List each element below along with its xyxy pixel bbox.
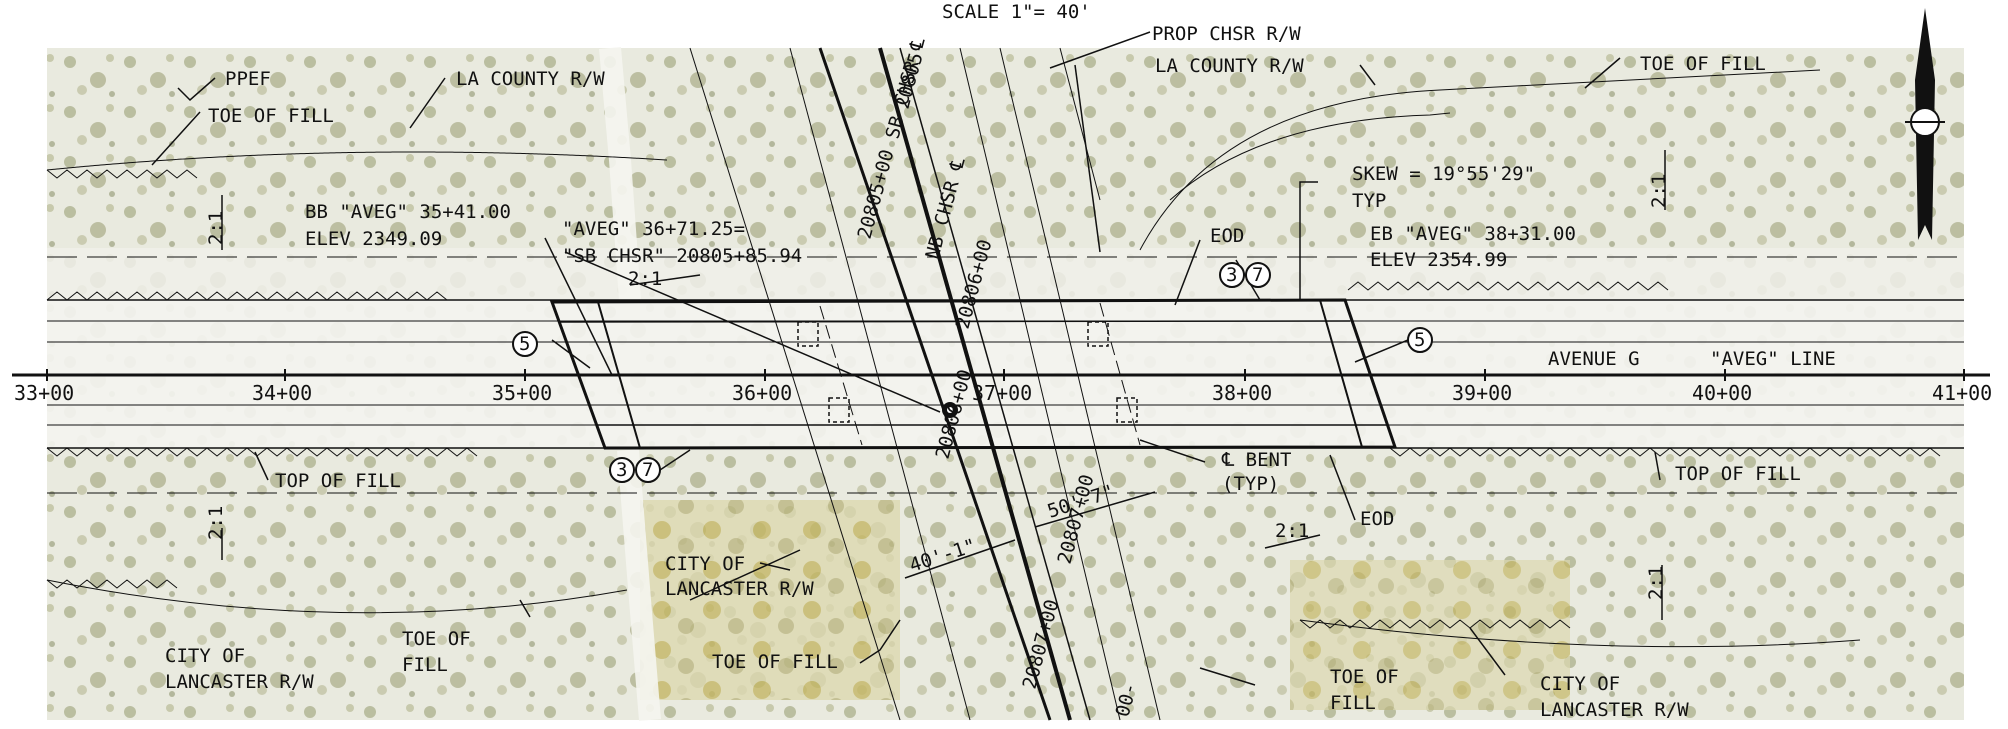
note-5-right: 5 xyxy=(1414,329,1425,351)
station-33: 33+00 xyxy=(14,381,74,405)
avenue-g-label: AVENUE G xyxy=(1548,348,1640,370)
aveg-equation-line2: "SB CHSR" 20805+85.94 xyxy=(562,245,802,267)
slope-label-5: 2:1 xyxy=(628,268,662,290)
slope-label-2: 2:1 xyxy=(205,506,227,540)
toe-of-fill-top-right: TOE OF FILL xyxy=(1640,53,1766,75)
station-34: 34+00 xyxy=(252,381,312,405)
city-lancaster-left-1: CITY OF xyxy=(165,645,245,667)
bent-markers xyxy=(797,321,1138,423)
city-lancaster-left-2: LANCASTER R/W xyxy=(165,671,314,693)
bent-typ-label: (TYP) xyxy=(1222,473,1279,495)
la-county-rw-right: LA COUNTY R/W xyxy=(1155,55,1304,77)
pi-point xyxy=(942,402,958,418)
station-35: 35+00 xyxy=(492,381,552,405)
top-of-fill-right: TOP OF FILL xyxy=(1675,463,1801,485)
toe-of-fill-top-left: TOE OF FILL xyxy=(208,105,334,127)
bb-aveg-station: BB "AVEG" 35+41.00 xyxy=(305,201,511,223)
toe-of-fill-bottom: TOE OF FILL xyxy=(712,651,838,673)
bent-label: ℄ BENT xyxy=(1221,449,1291,471)
toe-of-fill-bl-1: TOE OF xyxy=(402,628,471,650)
bb-aveg-elevation: ELEV 2349.09 xyxy=(305,228,442,250)
station-38: 38+00 xyxy=(1212,381,1272,405)
north-arrow-icon xyxy=(1905,8,1945,240)
aveg-line-label: "AVEG" LINE xyxy=(1710,348,1836,370)
note-bubbles xyxy=(512,262,1433,483)
station-40: 40+00 xyxy=(1692,381,1752,405)
station-41: 41+00 xyxy=(1932,381,1992,405)
city-lancaster-mid-2: LANCASTER R/W xyxy=(665,578,814,600)
city-lancaster-right-1: CITY OF xyxy=(1540,673,1620,695)
note-7-top: 7 xyxy=(1252,264,1263,286)
slope-label-6: 2:1 xyxy=(1275,520,1309,542)
prop-chsr-rw-label: PROP CHSR R/W xyxy=(1152,23,1301,45)
slope-arrows xyxy=(221,150,1666,620)
note-7-bottom: 7 xyxy=(642,459,653,481)
city-lancaster-mid-1: CITY OF xyxy=(665,553,745,575)
toe-of-fill-br-1: TOE OF xyxy=(1330,666,1399,688)
aerial-vegetation-yellow xyxy=(640,500,900,700)
slope-label-1: 2:1 xyxy=(205,211,227,245)
leader-lines xyxy=(151,31,1661,686)
top-of-fill-left: TOP OF FILL xyxy=(275,470,401,492)
skew-typ-label: TYP xyxy=(1352,190,1386,212)
ppef-label: PPEF xyxy=(225,68,271,90)
scale-label: SCALE 1"= 40' xyxy=(942,1,1091,23)
eod-bottom-label: EOD xyxy=(1360,508,1394,530)
note-5-left: 5 xyxy=(519,333,530,355)
city-lancaster-right-2: LANCASTER R/W xyxy=(1540,699,1689,721)
note-3-bottom: 3 xyxy=(616,459,627,481)
toe-of-fill-bl-2: FILL xyxy=(402,654,448,676)
station-39: 39+00 xyxy=(1452,381,1512,405)
slope-label-3: 2:1 xyxy=(1648,174,1670,208)
fill-hatching xyxy=(46,69,1941,648)
la-county-rw-left: LA COUNTY R/W xyxy=(456,68,605,90)
station-36: 36+00 xyxy=(732,381,792,405)
skew-label: SKEW = 19°55'29" xyxy=(1352,163,1535,185)
aveg-equation-line1: "AVEG" 36+71.25= xyxy=(562,218,745,240)
station-37: 37+00 xyxy=(972,381,1032,405)
eb-aveg-station: EB "AVEG" 38+31.00 xyxy=(1370,223,1576,245)
chsr-alignments xyxy=(689,47,1161,721)
dimension-lines xyxy=(904,491,1156,579)
toe-of-fill-br-2: FILL xyxy=(1330,692,1376,714)
slope-label-4: 2:1 xyxy=(1645,566,1667,600)
note-3-top: 3 xyxy=(1226,264,1237,286)
eod-top-label: EOD xyxy=(1210,225,1244,247)
bridge-deck xyxy=(549,298,1398,450)
avenue-g-shoulder-band xyxy=(47,248,1964,300)
eb-aveg-elevation: ELEV 2354.99 xyxy=(1370,249,1507,271)
station-ticks xyxy=(46,369,1965,381)
dirt-track xyxy=(599,47,661,721)
